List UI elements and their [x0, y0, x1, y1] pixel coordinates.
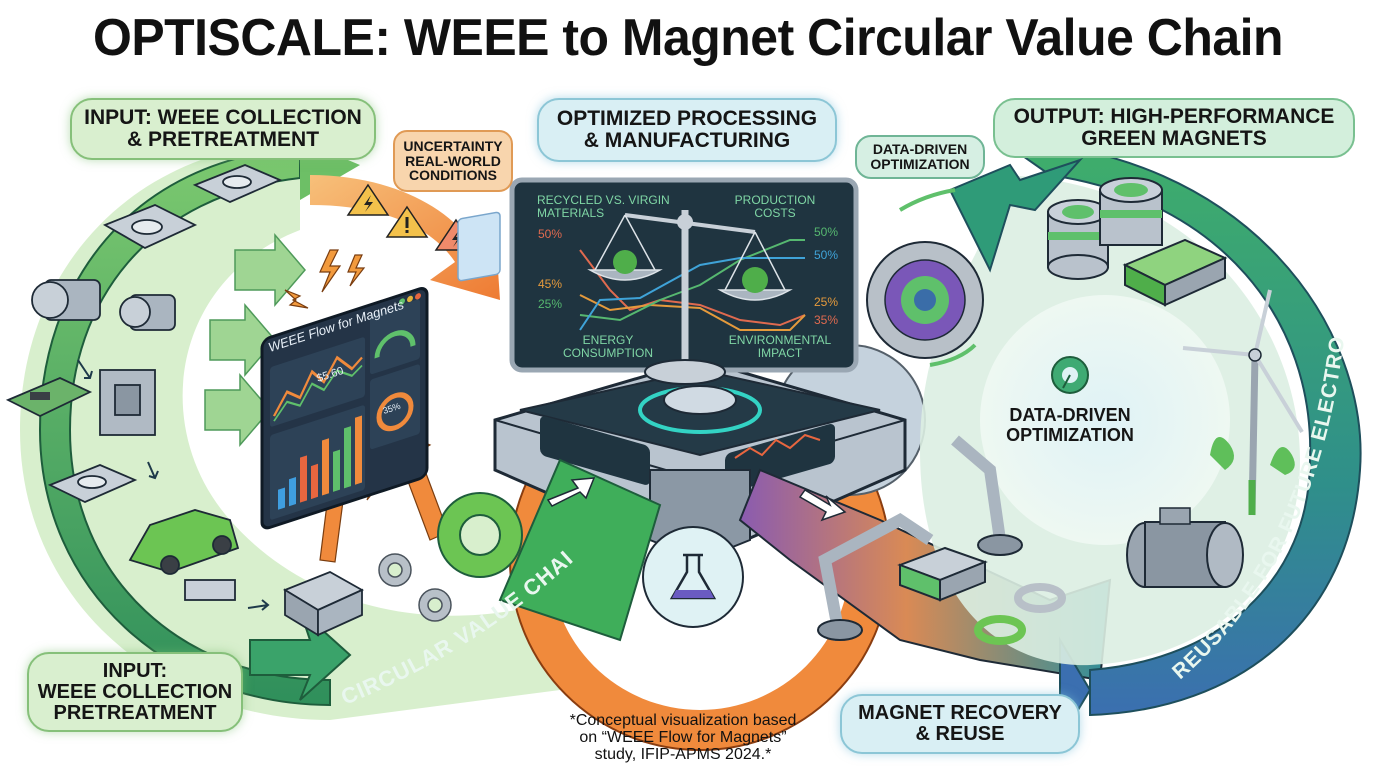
callout-line: DATA-DRIVEN	[1009, 405, 1131, 425]
label-recycled-vs-virgin: RECYCLED VS. VIRGIN MATERIALS	[537, 194, 670, 220]
callout-data-driven-small: DATA-DRIVEN OPTIMIZATION	[855, 135, 985, 179]
callout-line: WEEE COLLECTION	[37, 680, 233, 703]
recovered-magnets	[897, 546, 1066, 645]
flask-icon	[669, 553, 717, 600]
label-line: ENVIRONMENTAL	[728, 333, 832, 347]
floating-data-card	[457, 211, 501, 282]
callout-line: DATA-DRIVEN	[872, 141, 968, 158]
callout-line: INPUT:	[102, 659, 168, 682]
callout-output: OUTPUT: HIGH-PERFORMANCE GREEN MAGNETS	[993, 98, 1355, 158]
transformer-icon	[99, 369, 156, 436]
left-percentage: 50%	[538, 227, 563, 241]
right-percentage: 25%	[814, 295, 839, 309]
output-arrow	[898, 157, 1084, 367]
label-line: MATERIALS	[537, 206, 605, 220]
ring-magnets	[1047, 177, 1163, 280]
label-line: COSTS	[754, 206, 796, 220]
weee-dashboard	[260, 286, 429, 530]
label-line: PRODUCTION	[734, 193, 816, 207]
optimization-gear	[866, 241, 984, 359]
block-magnets	[1122, 238, 1228, 307]
label-environmental-impact: ENVIRONMENTAL IMPACT	[715, 334, 845, 360]
left-percentage: 25%	[538, 297, 563, 311]
right-percentage: 50%	[814, 248, 839, 262]
callout-line: & MANUFACTURING	[583, 129, 791, 152]
callout-recovery: MAGNET RECOVERY & REUSE	[840, 694, 1080, 754]
balance-monitor	[509, 177, 859, 385]
right-percentage: 35%	[814, 313, 839, 327]
small-gears	[378, 553, 452, 622]
callout-line: OPTIMIZATION	[870, 156, 970, 172]
connector-icon	[184, 579, 236, 601]
callout-line: INPUT: WEEE COLLECTION	[84, 105, 362, 129]
wind-turbine	[1182, 289, 1304, 516]
callout-input-bottom: INPUT: WEEE COLLECTION PRETREATMENT	[27, 652, 243, 732]
balance-scale	[587, 210, 793, 385]
callout-line: MAGNET RECOVERY	[858, 702, 1062, 724]
callout-line: UNCERTAINTY	[403, 137, 503, 154]
footnote: *Conceptual visualization based on “WEEE…	[548, 712, 818, 763]
label-line: CONSUMPTION	[563, 346, 653, 360]
robot-arms	[817, 435, 1023, 642]
inner-flow-arrows	[204, 232, 306, 448]
footnote-line: *Conceptual visualization based	[569, 712, 797, 729]
warning-icon	[346, 183, 390, 216]
callout-uncertainty: UNCERTAINTY REAL-WORLD CONDITIONS	[393, 130, 513, 192]
electric-motor	[1126, 507, 1244, 588]
callout-line: CONDITIONS	[409, 167, 497, 184]
motor-icon	[31, 279, 101, 321]
lab-flask-badge	[642, 526, 744, 628]
footnote-line: on “WEEE Flow for Magnets”	[579, 729, 787, 746]
center-data-driven-label: DATA-DRIVEN OPTIMIZATION	[990, 405, 1150, 445]
green-gear	[437, 492, 523, 578]
uncertainty-arrow	[310, 175, 500, 300]
power-supply-icon	[282, 571, 364, 637]
callout-processing: OPTIMIZED PROCESSING & MANUFACTURING	[537, 98, 837, 162]
page-title: OPTISCALE: WEEE to Magnet Circular Value…	[92, 9, 1284, 67]
small-flow-arrows	[77, 359, 270, 611]
right-percentage: 50%	[814, 225, 839, 239]
callout-line: & PRETREATMENT	[126, 128, 320, 151]
input-conveyor	[498, 458, 662, 642]
data-driven-gear-icon	[1051, 356, 1089, 394]
weee-devices	[5, 164, 364, 637]
callout-input-top: INPUT: WEEE COLLECTION & PRETREATMENT	[70, 98, 376, 160]
hard-drive-icon	[192, 164, 283, 203]
footnote-line: study, IFIP-APMS 2024.*	[594, 746, 772, 763]
callout-line: OPTIMIZED PROCESSING	[556, 106, 818, 130]
callout-line: & REUSE	[915, 723, 1005, 745]
label-energy-consumption: ENERGY CONSUMPTION	[548, 334, 668, 360]
callout-line: OUTPUT: HIGH-PERFORMANCE	[1013, 104, 1335, 128]
warning-icon	[385, 205, 429, 238]
electric-car-icon	[128, 509, 240, 575]
hard-drive-icon	[102, 204, 198, 250]
label-line: RECYCLED VS. VIRGIN	[537, 193, 670, 207]
label-production-costs: PRODUCTION COSTS	[725, 194, 825, 220]
motor-icon	[119, 294, 176, 331]
label-line: ENERGY	[582, 333, 634, 347]
left-percentage: 45%	[538, 277, 563, 291]
hard-drive-icon	[47, 464, 138, 503]
callout-line: PRETREATMENT	[53, 701, 217, 724]
callout-line: GREEN MAGNETS	[1081, 127, 1267, 150]
circuit-board-icon	[5, 377, 93, 418]
callout-line: REAL-WORLD	[405, 152, 501, 169]
callout-line: OPTIMIZATION	[1006, 425, 1134, 445]
label-line: IMPACT	[757, 346, 803, 360]
